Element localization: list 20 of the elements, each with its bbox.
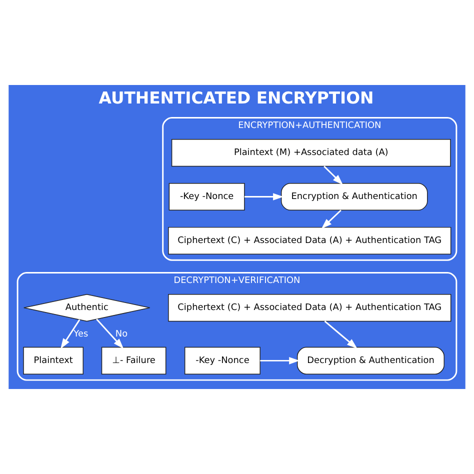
arrow — [324, 320, 358, 349]
arrow — [260, 357, 300, 364]
arrow — [324, 166, 343, 185]
node-box: ⊥- Failure — [101, 346, 166, 374]
node-box: Decryption & Authentication — [296, 346, 444, 374]
edge-label: Yes — [74, 330, 88, 340]
node-box: Encryption & Authentication — [280, 182, 428, 211]
arrow — [244, 193, 284, 200]
edge-label: No — [115, 330, 128, 340]
node-box: -Key -Nonce — [168, 182, 245, 211]
arrow — [321, 210, 342, 229]
node-box: Plaintext (M) +Associated data (A) — [171, 139, 451, 167]
node-box: -Key -Nonce — [184, 346, 260, 374]
arrow — [96, 318, 124, 349]
node-diamond: Authentic — [24, 294, 150, 322]
node-box: Plaintext — [23, 346, 84, 374]
diagram-title: AUTHENTICATED ENCRYPTION — [98, 88, 374, 108]
node-box: Ciphertext (C) + Associated Data (A) + Authentication TAG — [168, 294, 452, 322]
arrow — [60, 319, 80, 349]
node-box: Ciphertext (C) + Associated Data (A) + Authentication TAG — [168, 226, 452, 254]
